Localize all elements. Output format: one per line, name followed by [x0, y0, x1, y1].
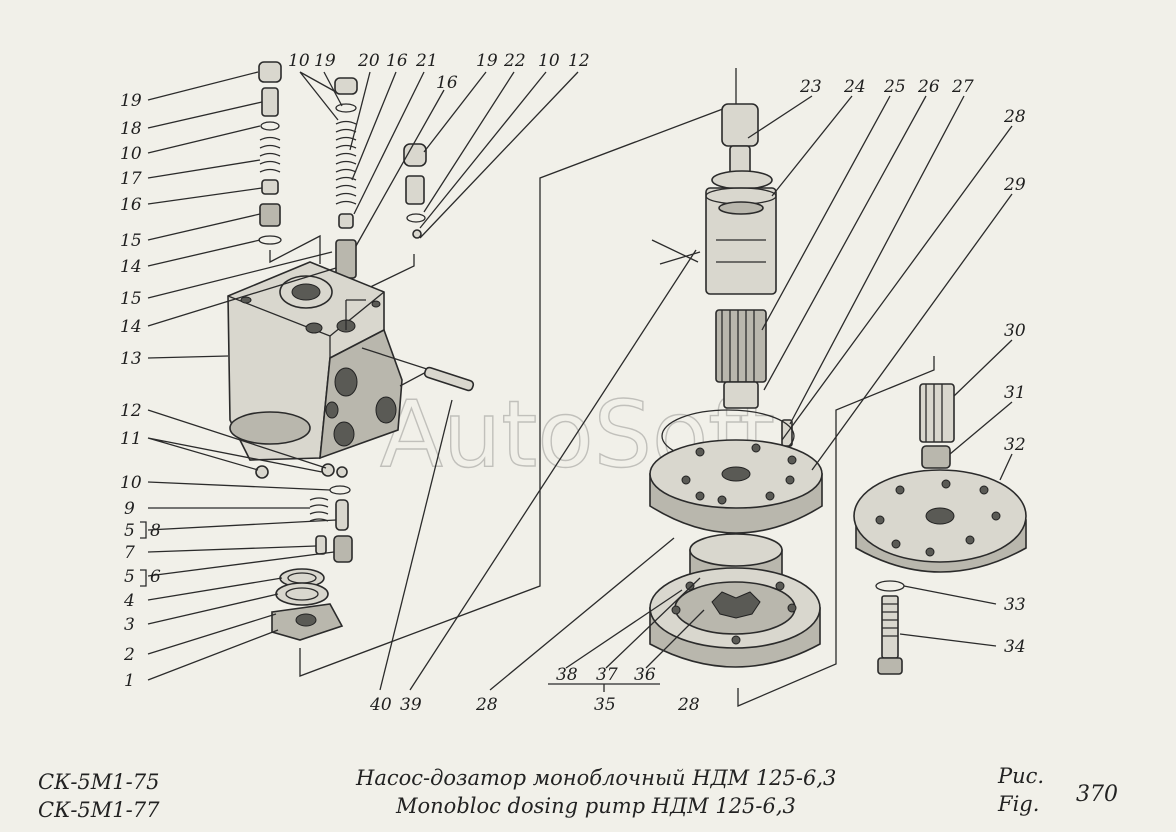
callout-1: 1	[124, 671, 135, 691]
lower-left-parts	[255, 68, 737, 677]
callout-8: 8	[150, 521, 161, 541]
callout-2: 2	[123, 645, 135, 665]
callout-29: 29	[1003, 175, 1026, 195]
callout-6: 6	[150, 567, 161, 587]
callout-32: 32	[1004, 435, 1026, 455]
callout-38: 38	[556, 665, 578, 685]
callout-12: 12	[120, 401, 142, 421]
callout-11: 11	[120, 429, 142, 449]
callout-23: 23	[799, 77, 822, 97]
callout-10: 10	[120, 473, 142, 493]
model-code-1: СК-5М1-75	[38, 770, 160, 794]
callout-14: 14	[120, 317, 142, 337]
left-part-stack	[258, 61, 282, 245]
callout-39: 39	[400, 695, 422, 715]
callout-30: 30	[1004, 321, 1026, 341]
leader-lines	[140, 71, 1013, 692]
figure-title-en: Monobloc dosing pump НДМ 125-6,3	[396, 794, 796, 818]
callout-20: 20	[357, 51, 380, 71]
callout-9: 9	[124, 499, 135, 519]
figure-label-ru: Рис.	[998, 764, 1045, 788]
callout-14: 14	[120, 257, 142, 277]
callout-26: 26	[917, 77, 940, 97]
callout-16: 16	[436, 73, 458, 93]
callout-35: 35	[594, 695, 616, 715]
callout-34: 34	[1004, 637, 1026, 657]
callout-37: 37	[596, 665, 618, 685]
callout-28: 28	[475, 695, 498, 715]
figure-title-ru: Насос-дозатор моноблочный НДМ 125-6,3	[356, 766, 837, 790]
callout-19: 19	[314, 51, 336, 71]
callout-25: 25	[883, 77, 906, 97]
callout-24: 24	[843, 77, 866, 97]
callout-12: 12	[568, 51, 590, 71]
callout-33: 33	[1004, 595, 1026, 615]
callout-4: 4	[123, 591, 135, 611]
callout-7: 7	[124, 543, 135, 563]
callout-17: 17	[120, 169, 142, 189]
callout-19: 19	[120, 91, 142, 111]
callout-10: 10	[120, 144, 142, 164]
callout-19: 19	[476, 51, 498, 71]
callout-10: 10	[538, 51, 560, 71]
callout-10: 10	[288, 51, 310, 71]
callout-40: 40	[369, 695, 392, 715]
callout-28: 28	[677, 695, 700, 715]
callout-28: 28	[1003, 107, 1026, 127]
callout-15: 15	[120, 289, 142, 309]
callout-27: 27	[951, 77, 974, 97]
callout-22: 22	[503, 51, 526, 71]
distributor-disk	[649, 439, 823, 534]
callout-3: 3	[124, 615, 135, 635]
model-code-2: СК-5М1-77	[38, 798, 160, 822]
callout-5: 5	[124, 567, 135, 587]
callout-36: 36	[634, 665, 656, 685]
callout-18: 18	[120, 119, 142, 139]
pump-housing	[227, 261, 475, 461]
callout-16: 16	[120, 195, 142, 215]
callout-31: 31	[1004, 383, 1026, 403]
callout-numbers: 19 18 10 17 16 15 14 15 14 13 12 11 10 9…	[120, 51, 1026, 715]
callout-21: 21	[415, 51, 438, 71]
right-part-stack	[853, 383, 1027, 675]
callout-13: 13	[120, 349, 142, 369]
callout-5: 5	[124, 521, 135, 541]
figure-number: 370	[1076, 782, 1118, 807]
figure-label-en: Fig.	[998, 792, 1040, 816]
center-part-stack	[269, 77, 427, 293]
callout-16: 16	[386, 51, 408, 71]
gerotor-set	[649, 356, 935, 707]
callout-15: 15	[120, 231, 142, 251]
